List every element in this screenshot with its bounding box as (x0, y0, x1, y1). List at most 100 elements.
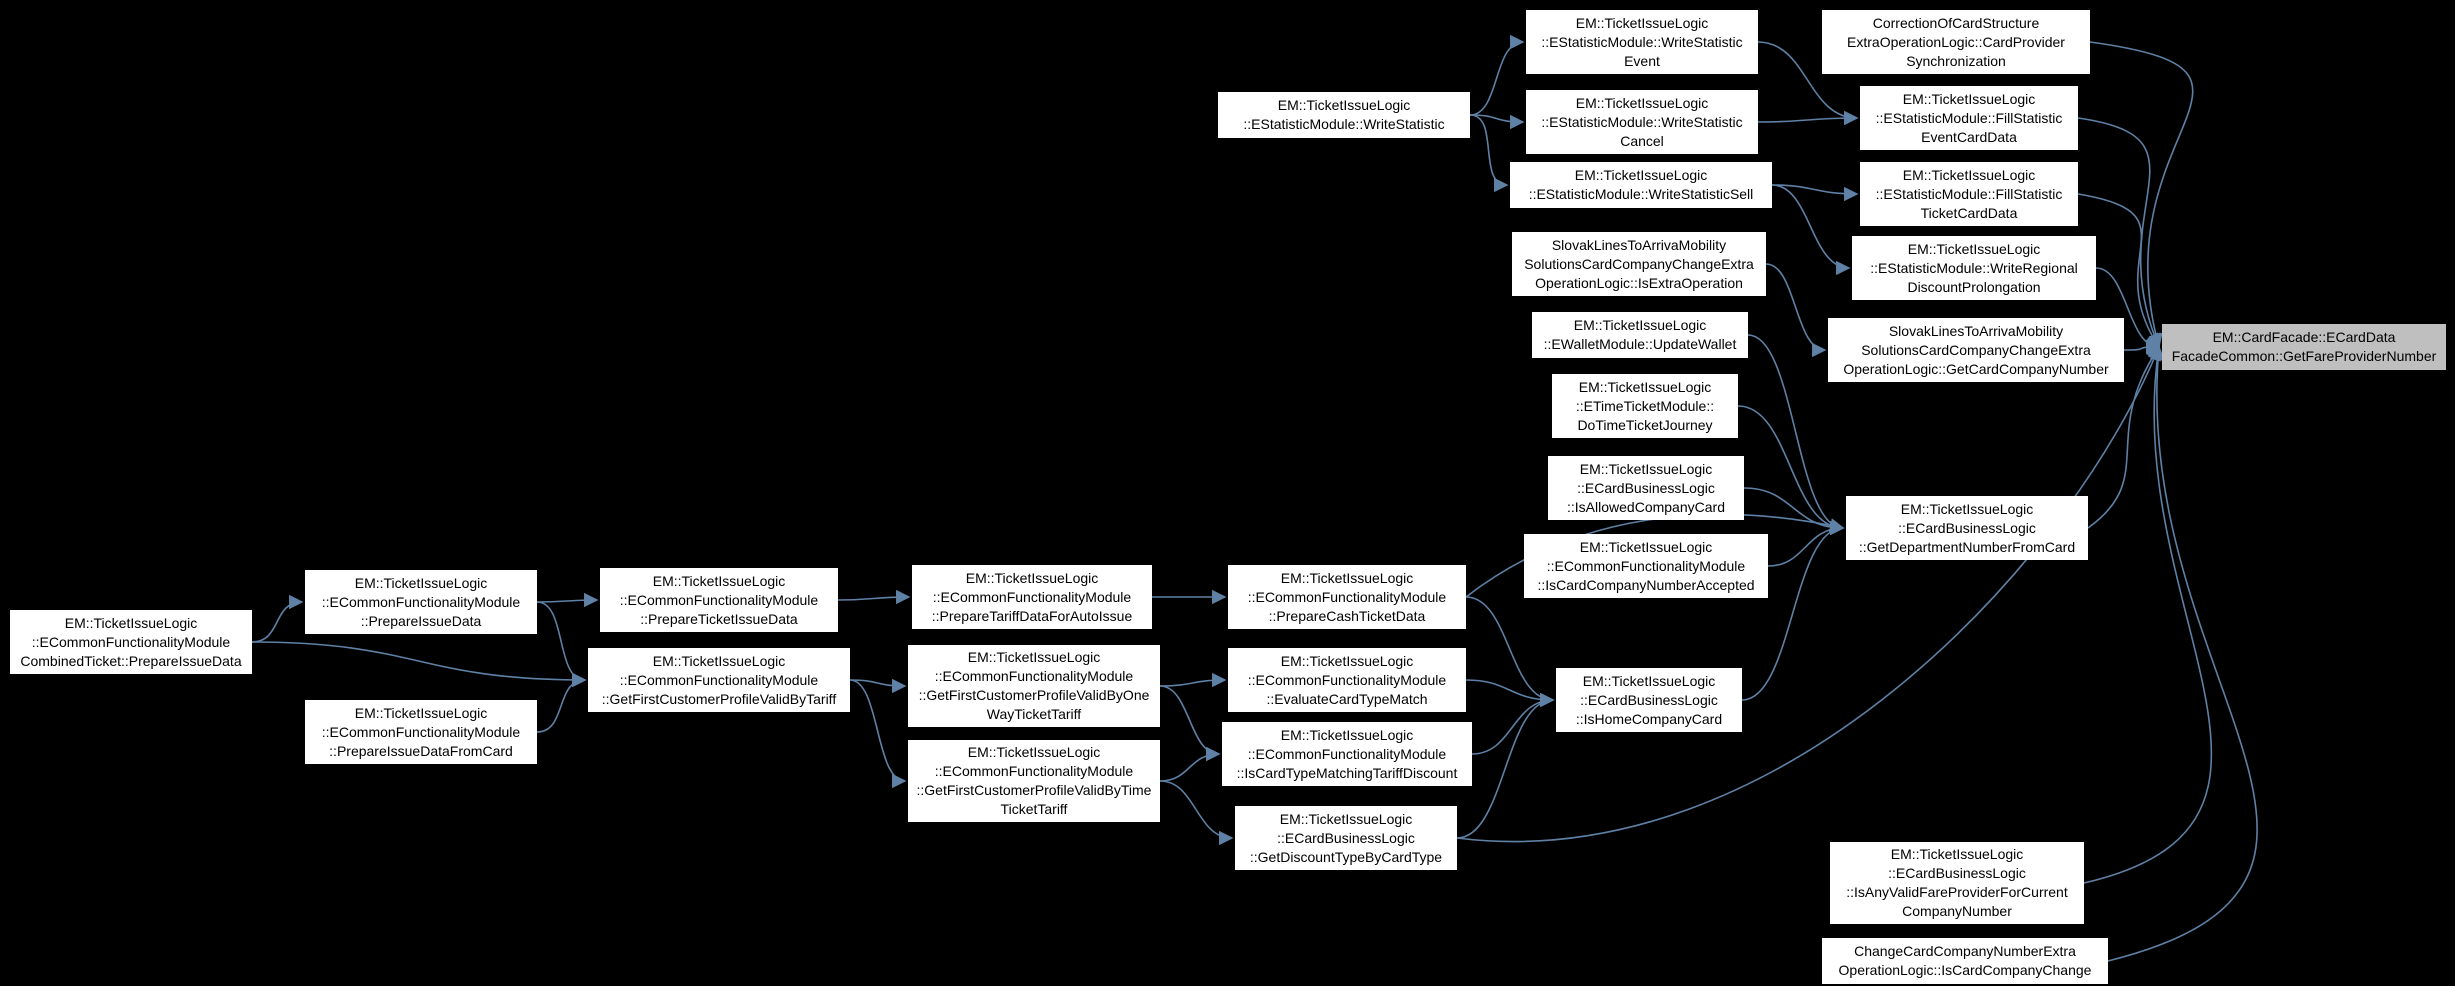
node-label-line: EM::TicketIssueLogic (652, 572, 786, 589)
node-label-line: ::ECommonFunctionalityModule (321, 593, 521, 610)
graph-node[interactable]: EM::TicketIssueLogic::EStatisticModule::… (1852, 236, 2096, 300)
call-edge (1757, 110, 1859, 126)
graph-node[interactable]: EM::TicketIssueLogic::ECommonFunctionali… (1228, 648, 1466, 712)
edge-group (251, 34, 2258, 962)
call-edge (1159, 672, 1227, 688)
call-edge (2083, 345, 2213, 884)
node-label-line: OperationLogic::IsExtraOperation (1535, 274, 1743, 291)
graph-node[interactable]: EM::TicketIssueLogic::ECardBusinessLogic… (1548, 456, 1744, 520)
node-label-line: ::PrepareTicketIssueData (640, 610, 798, 627)
node-label-line: ::EStatisticModule::WriteStatistic (1541, 113, 1743, 130)
call-edge (536, 601, 587, 688)
graph-node[interactable]: EM::TicketIssueLogic::ECommonFunctionali… (10, 610, 252, 674)
node-label-line: EM::TicketIssueLogic (354, 574, 488, 591)
node-label-line: EM::TicketIssueLogic (965, 569, 1099, 586)
graph-node[interactable]: EM::TicketIssueLogic::EStatisticModule::… (1860, 86, 2078, 150)
call-edge (1469, 114, 1525, 130)
node-label-line: ::GetFirstCustomerProfileValidByOne (918, 687, 1150, 703)
graph-node[interactable]: EM::TicketIssueLogic::ECardBusinessLogic… (1235, 806, 1457, 870)
graph-node[interactable]: EM::TicketIssueLogic::EWalletModule::Upd… (1532, 312, 1748, 358)
node-label-line: ::PrepareTariffDataForAutoIssue (931, 607, 1133, 624)
call-edge (2077, 117, 2161, 349)
node-label-line: WayTicketTariff (986, 706, 1082, 722)
node-label-line: EM::TicketIssueLogic (1279, 810, 1413, 827)
node-label-line: ::ECardBusinessLogic (1888, 865, 2026, 881)
node-label-line: EM::TicketIssueLogic (1578, 378, 1712, 395)
node-label-line: EM::TicketIssueLogic (1579, 538, 1713, 555)
node-label-line: EM::TicketIssueLogic (1574, 167, 1708, 183)
node-label-line: EM::TicketIssueLogic (1277, 97, 1411, 113)
node-label-line: ::ECommonFunctionalityModule (1247, 588, 1447, 605)
node-label-line: ::IsAnyValidFareProviderForCurrent (1846, 884, 2068, 900)
node-label-line: ::ECommonFunctionalityModule (934, 763, 1134, 779)
graph-node[interactable]: EM::TicketIssueLogic::ECommonFunctionali… (600, 568, 838, 632)
graph-node[interactable]: EM::TicketIssueLogic::ECommonFunctionali… (908, 645, 1160, 727)
node-label-line: ::EStatisticModule::WriteRegional (1870, 259, 2078, 276)
call-edge (1747, 334, 1845, 536)
node-label-line: OperationLogic::GetCardCompanyNumber (1843, 360, 2109, 377)
graph-node[interactable]: EM::TicketIssueLogic::ECardBusinessLogic… (1830, 842, 2084, 924)
graph-node[interactable]: EM::TicketIssueLogic::ECommonFunctionali… (1524, 534, 1768, 598)
call-edge (1737, 405, 1845, 536)
node-label-line: ::IsCardTypeMatchingTariffDiscount (1236, 764, 1458, 781)
node-label-line: EM::TicketIssueLogic (1902, 90, 2036, 107)
call-edge (1456, 345, 2161, 843)
graph-node[interactable]: EM::TicketIssueLogic::EStatisticModule::… (1860, 162, 2078, 226)
node-label-line: ::ECommonFunctionalityModule (1546, 557, 1746, 574)
graph-node[interactable]: EM::TicketIssueLogic::EStatisticModule::… (1526, 10, 1758, 74)
graph-node[interactable]: EM::TicketIssueLogic::ECommonFunctionali… (588, 648, 850, 712)
call-edge (1469, 114, 1509, 193)
graph-node[interactable]: EM::TicketIssueLogic::ECommonFunctionali… (1228, 565, 1466, 629)
call-edge (251, 594, 304, 643)
node-label-line: ::ETimeTicketModule:: (1575, 397, 1715, 414)
call-edge (1771, 184, 1859, 202)
node-label-line: ::ECardBusinessLogic (1580, 691, 1718, 708)
node-label-line: EM::TicketIssueLogic (1280, 569, 1414, 586)
node-label-line: EM::CardFacade::ECardData (2212, 329, 2396, 345)
graph-node[interactable]: EM::TicketIssueLogic::EStatisticModule::… (1526, 90, 1758, 154)
graph-node[interactable]: EM::TicketIssueLogic::EStatisticModule::… (1218, 92, 1470, 138)
call-edge (1159, 780, 1234, 846)
call-edge (1469, 34, 1525, 116)
call-edge (251, 641, 587, 688)
node-label-line: SolutionsCardCompanyChangeExtra (1524, 255, 1754, 272)
node-label-line: EM::TicketIssueLogic (1890, 846, 2024, 862)
node-label-line: EM::TicketIssueLogic (967, 744, 1101, 760)
graph-node[interactable]: EM::TicketIssueLogic::ECommonFunctionali… (305, 700, 537, 764)
graph-node[interactable]: EM::TicketIssueLogic::ECommonFunctionali… (908, 740, 1160, 822)
call-edge (1456, 692, 1555, 839)
graph-node[interactable]: EM::TicketIssueLogic::ECardBusinessLogic… (1846, 496, 2088, 560)
call-edge (837, 589, 911, 605)
node-label-line: EM::TicketIssueLogic (64, 614, 198, 631)
node-label-line: EM::TicketIssueLogic (1900, 500, 2034, 517)
node-label-line: ::GetDepartmentNumberFromCard (1858, 538, 2076, 555)
node-label-line: ::ECommonFunctionalityModule (321, 723, 521, 740)
graph-node[interactable]: EM::TicketIssueLogic::ECardBusinessLogic… (1556, 668, 1742, 732)
call-edge (2077, 193, 2160, 349)
graph-node[interactable]: EM::TicketIssueLogic::EStatisticModule::… (1510, 162, 1772, 208)
node-label-line: ::PrepareIssueData (360, 612, 482, 629)
node-label-line: EM::TicketIssueLogic (1907, 240, 2041, 257)
node-label-line: TicketTariff (1000, 801, 1068, 817)
node-label-line: EM::TicketIssueLogic (1575, 14, 1709, 31)
graph-node[interactable]: EM::TicketIssueLogic::ECommonFunctionali… (1222, 722, 1472, 786)
graph-node[interactable]: EM::TicketIssueLogic::ETimeTicketModule:… (1552, 374, 1738, 438)
graph-node[interactable]: EM::TicketIssueLogic::ECommonFunctionali… (305, 570, 537, 634)
node-label-line: ::PrepareIssueDataFromCard (329, 742, 513, 759)
call-edge (849, 678, 907, 694)
node-label-line: ::EStatisticModule::WriteStatistic (1541, 33, 1743, 50)
node-label-line: ::IsHomeCompanyCard (1575, 710, 1723, 727)
call-edge (1465, 596, 1555, 708)
node-label-line: ::ECardBusinessLogic (1898, 519, 2036, 536)
call-edge (1767, 520, 1845, 567)
node-label-line: Event (1624, 52, 1660, 69)
node-label-line: DoTimeTicketJourney (1577, 416, 1713, 433)
graph-node[interactable]: EM::TicketIssueLogic::ECommonFunctionali… (912, 565, 1152, 629)
node-label-line: ::EStatisticModule::FillStatistic (1875, 109, 2063, 126)
